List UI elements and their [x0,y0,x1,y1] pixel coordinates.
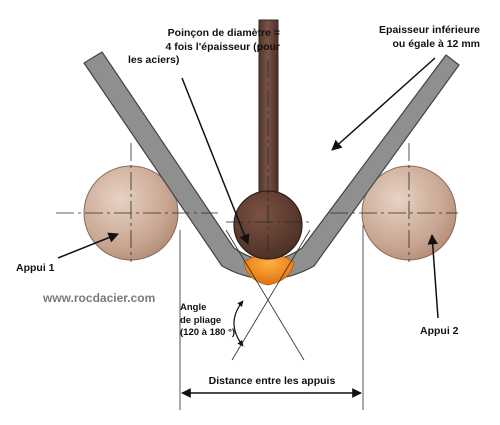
construction-lines [56,60,458,410]
support-right-label: Appui 2 [420,325,459,337]
angle-label: Angle de pliage (120 à 180 °) [180,302,236,338]
bent-plate [83,51,460,280]
punch-label: Poinçon de diamètre = 4 fois l'épaisseur… [128,27,280,66]
support-left-label: Appui 1 [16,262,55,274]
distance-label: Distance entre les appuis [208,375,336,387]
watermark-url: www.rocdacier.com [43,291,156,305]
leader-arrows [57,57,439,319]
angle-arc-arrow [233,300,244,347]
thickness-label: Epaisseur inférieure ou égale à 12 mm [379,24,480,50]
